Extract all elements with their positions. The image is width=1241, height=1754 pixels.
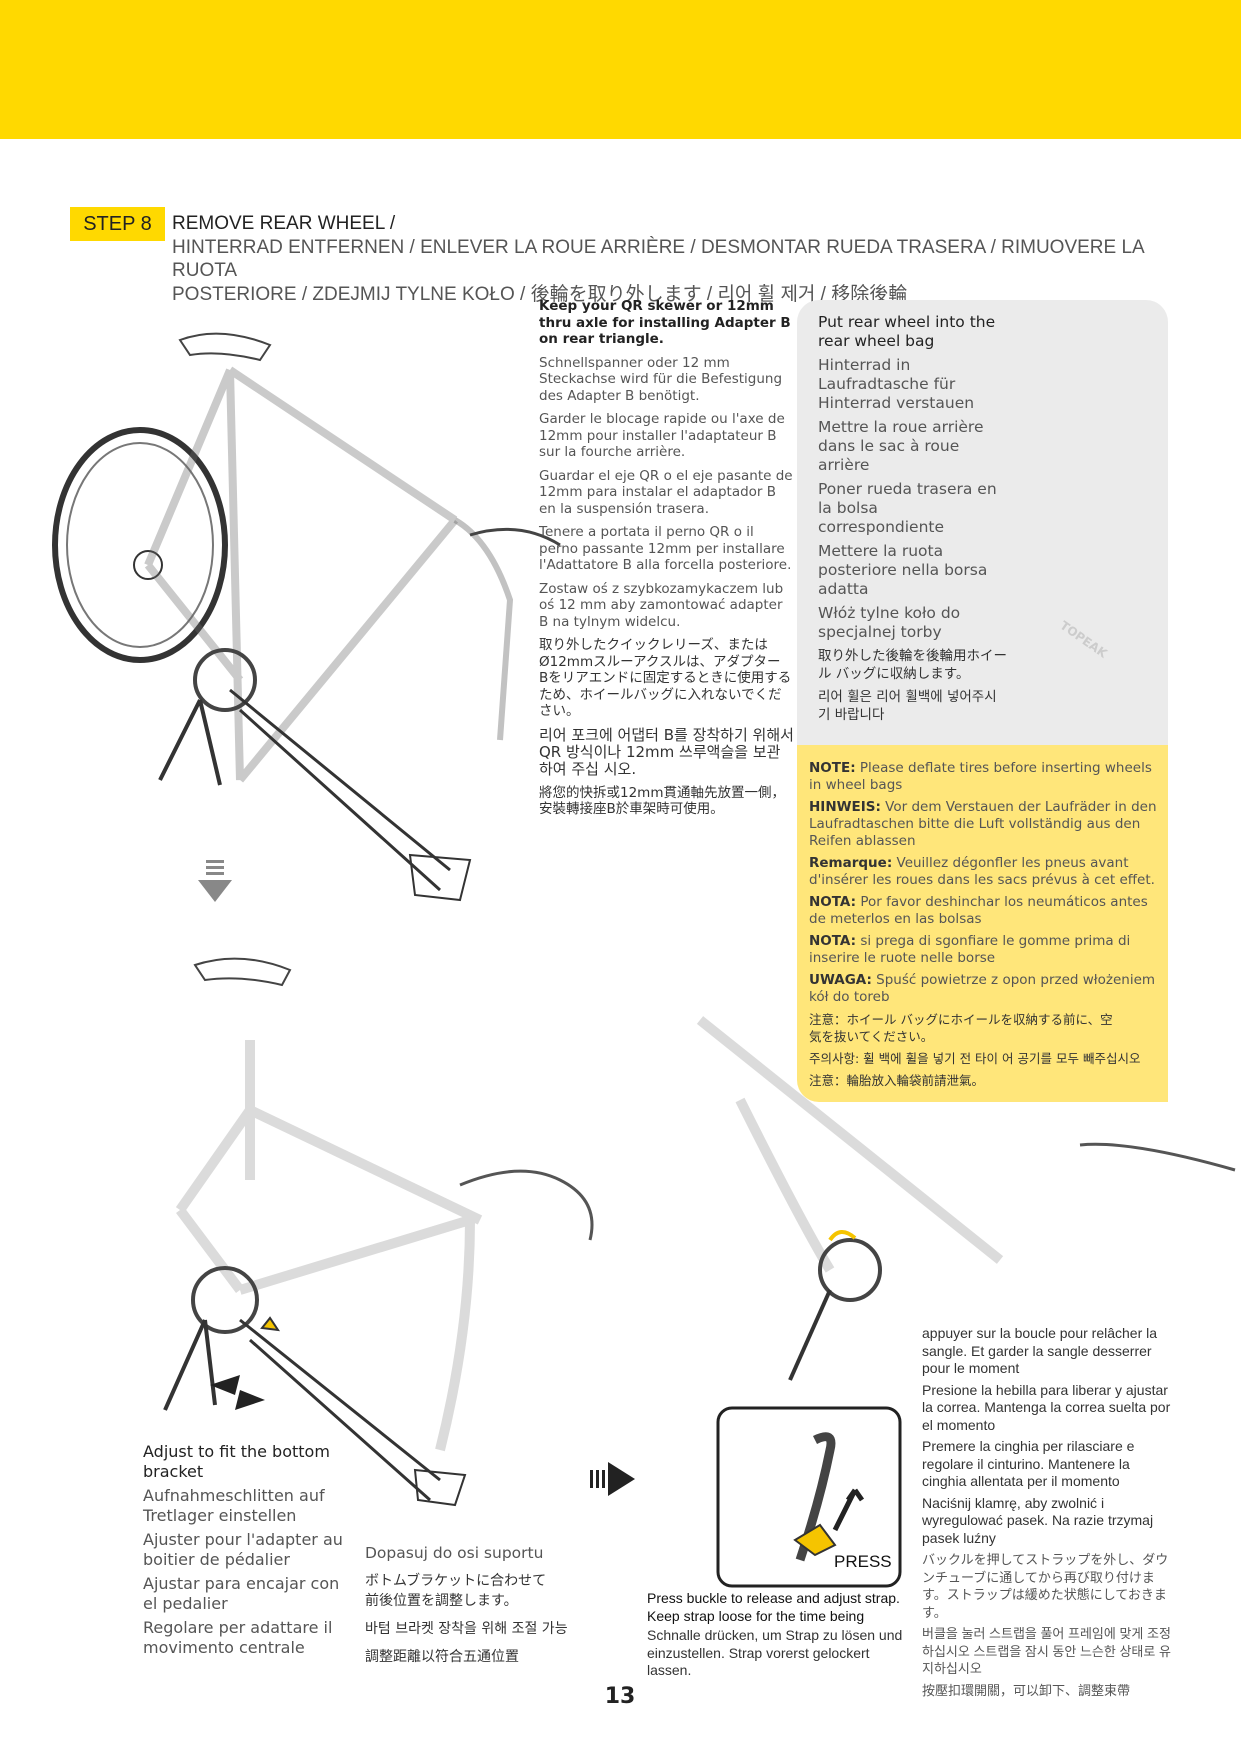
deflate-note-panel	[797, 745, 1168, 1102]
instruction-ko: 리어 포크에 어댑터 B를 장착하기 위해서 QR 방식이나 12mm 쓰루액슬…	[539, 725, 794, 778]
instruction-ja: バックルを押してストラップを外し、ダウンチューブに通してから再び取り付けます。ス…	[922, 1552, 1169, 1620]
illustration-press-buckle	[696, 1016, 1236, 1588]
title-line: POSTERIORE / ZDEJMIJ TYLNE KOŁO / 後輪を取り外…	[172, 283, 908, 305]
note-pl: UWAGA: Spuść powietrze z opon przed włoż…	[809, 972, 1156, 1005]
instruction-de: Hinterrad in Laufradtasche für Hinterrad…	[818, 356, 975, 412]
title-line: REMOVE REAR WHEEL /	[172, 213, 396, 234]
note-en: NOTE: Please deflate tires before insert…	[809, 760, 1152, 793]
instruction-ko: 리어 휠은 리어 휠백에 넣어주시기 바랍니다	[818, 689, 997, 723]
instruction-es: Ajustar para encajar con el pedalier	[143, 1574, 340, 1613]
instruction-en: Put rear wheel into the rear wheel bag	[818, 313, 996, 350]
instruction-de: Schnalle drücken, um Strap zu lösen und …	[647, 1627, 903, 1678]
instruction-ja: 取り外したクイックレリーズ、またはØ12mmスルーアクスルは、アダプター Bをリ…	[539, 637, 792, 719]
instruction-ja: 取り外した後輪を後輪用ホイール バッグに収納します。	[818, 648, 1007, 682]
instruction-ja: ボトムブラケットに合わせて前後位置を調整します。	[365, 1573, 547, 1609]
instruction-en: Adjust to fit the bottom bracket	[143, 1442, 330, 1481]
note-ko: 주의사항: 휠 백에 휠을 넣기 전 타이 어 공기를 모두 빼주십시오	[809, 1051, 1141, 1066]
instruction-it: Tenere a portata il perno QR o il perno …	[539, 524, 792, 573]
right-arrow-icon	[590, 1462, 635, 1496]
note-ja: 注意：ホイール バッグにホイールを収納する前に、空気を抜いてください。	[809, 1012, 1113, 1044]
instruction-pl: Dopasuj do osi suportu	[365, 1544, 544, 1562]
press-buckle-caption: Press buckle to release and adjust strap…	[647, 1590, 907, 1682]
note-fr: Remarque: Veuillez dégonfler les pneus a…	[809, 855, 1155, 888]
note-de: HINWEIS: Vor dem Verstauen der Laufräder…	[809, 799, 1157, 849]
wheel-bag-instructions: Put rear wheel into the rear wheel bag H…	[818, 313, 1008, 729]
illustration-remove-wheel	[52, 332, 561, 902]
header-band	[0, 0, 1241, 139]
instruction-fr: appuyer sur la boucle pour relâcher la s…	[922, 1325, 1158, 1376]
instruction-en: Keep your QR skewer or 12mm thru axle fo…	[539, 298, 791, 347]
adjust-bracket-instructions: Adjust to fit the bottom bracket Aufnahm…	[143, 1442, 343, 1662]
title-line: HINTERRAD ENTFERNEN / ENLEVER LA ROUE AR…	[172, 236, 1144, 282]
step-badge: STEP 8	[70, 207, 165, 241]
step-title: REMOVE REAR WHEEL / HINTERRAD ENTFERNEN …	[172, 212, 1212, 306]
instruction-pl: Włóż tylne koło do specjalnej torby	[818, 604, 961, 641]
note-es: NOTA: Por favor deshinchar los neumático…	[809, 894, 1148, 927]
instruction-es: Guardar el eje QR o el eje pasante de 12…	[539, 467, 793, 517]
down-arrow-icon	[198, 860, 232, 902]
instruction-ko: 버클을 눌러 스트랩을 풀어 프레임에 맞게 조정하십시오 스트랩을 잠시 동안…	[922, 1626, 1171, 1676]
instruction-de: Aufnahmeschlitten auf Tretlager einstell…	[143, 1486, 325, 1525]
instruction-en: Press buckle to release and adjust strap…	[647, 1590, 900, 1624]
keep-axle-instructions: Keep your QR skewer or 12mm thru axle fo…	[539, 298, 794, 825]
instruction-it: Mettere la ruota posteriore nella borsa …	[818, 542, 988, 598]
instruction-it: Regolare per adattare il movimento centr…	[143, 1618, 333, 1657]
press-buckle-instructions: appuyer sur la boucle pour relâcher la s…	[922, 1325, 1178, 1703]
instruction-it: Premere la cinghia per rilasciare e rego…	[922, 1438, 1135, 1489]
instruction-zh: 將您的快拆或12mm貫通軸先放置一側，安裝轉接座B於車架時可使用。	[539, 784, 785, 818]
instruction-zh: 調整距離以符合五通位置	[365, 1649, 519, 1665]
instruction-ko: 바텀 브라켓 장착을 위해 조절 가능	[365, 1621, 568, 1637]
page-number: 13	[604, 1684, 636, 1709]
instruction-pl: Naciśnij klamrę, aby zwolnić i wyregulow…	[922, 1494, 1154, 1546]
instruction-es: Poner rueda trasera en la bolsa correspo…	[818, 480, 997, 536]
press-label: PRESS	[834, 1552, 892, 1571]
adjust-bracket-instructions-2: Dopasuj do osi suportu ボトムブラケットに合わせて前後位置…	[365, 1543, 605, 1675]
illustration-adjust-bracket	[163, 957, 594, 1507]
note-zh: 注意：輪胎放入輪袋前請泄氣。	[809, 1073, 985, 1088]
instruction-fr: Ajuster pour l'adapter au boitier de péd…	[143, 1530, 343, 1569]
instruction-pl: Zostaw oś z szybkozamykaczem lub oś 12 m…	[539, 580, 784, 630]
instruction-de: Schnellspanner oder 12 mm Steckachse wir…	[539, 354, 783, 404]
instruction-fr: Garder le blocage rapide ou l'axe de 12m…	[539, 411, 785, 460]
note-it: NOTA: si prega di sgonfiare le gomme pri…	[809, 933, 1131, 966]
wheel-bag-panel	[797, 300, 1168, 750]
instruction-es: Presione la hebilla para liberar y ajust…	[922, 1381, 1171, 1433]
instruction-fr: Mettre la roue arrière dans le sac à rou…	[818, 418, 984, 474]
instruction-zh: 按壓扣環開關，可以卸下、調整束帶	[922, 1682, 1131, 1698]
deflate-note: NOTE: Please deflate tires before insert…	[809, 760, 1164, 1094]
